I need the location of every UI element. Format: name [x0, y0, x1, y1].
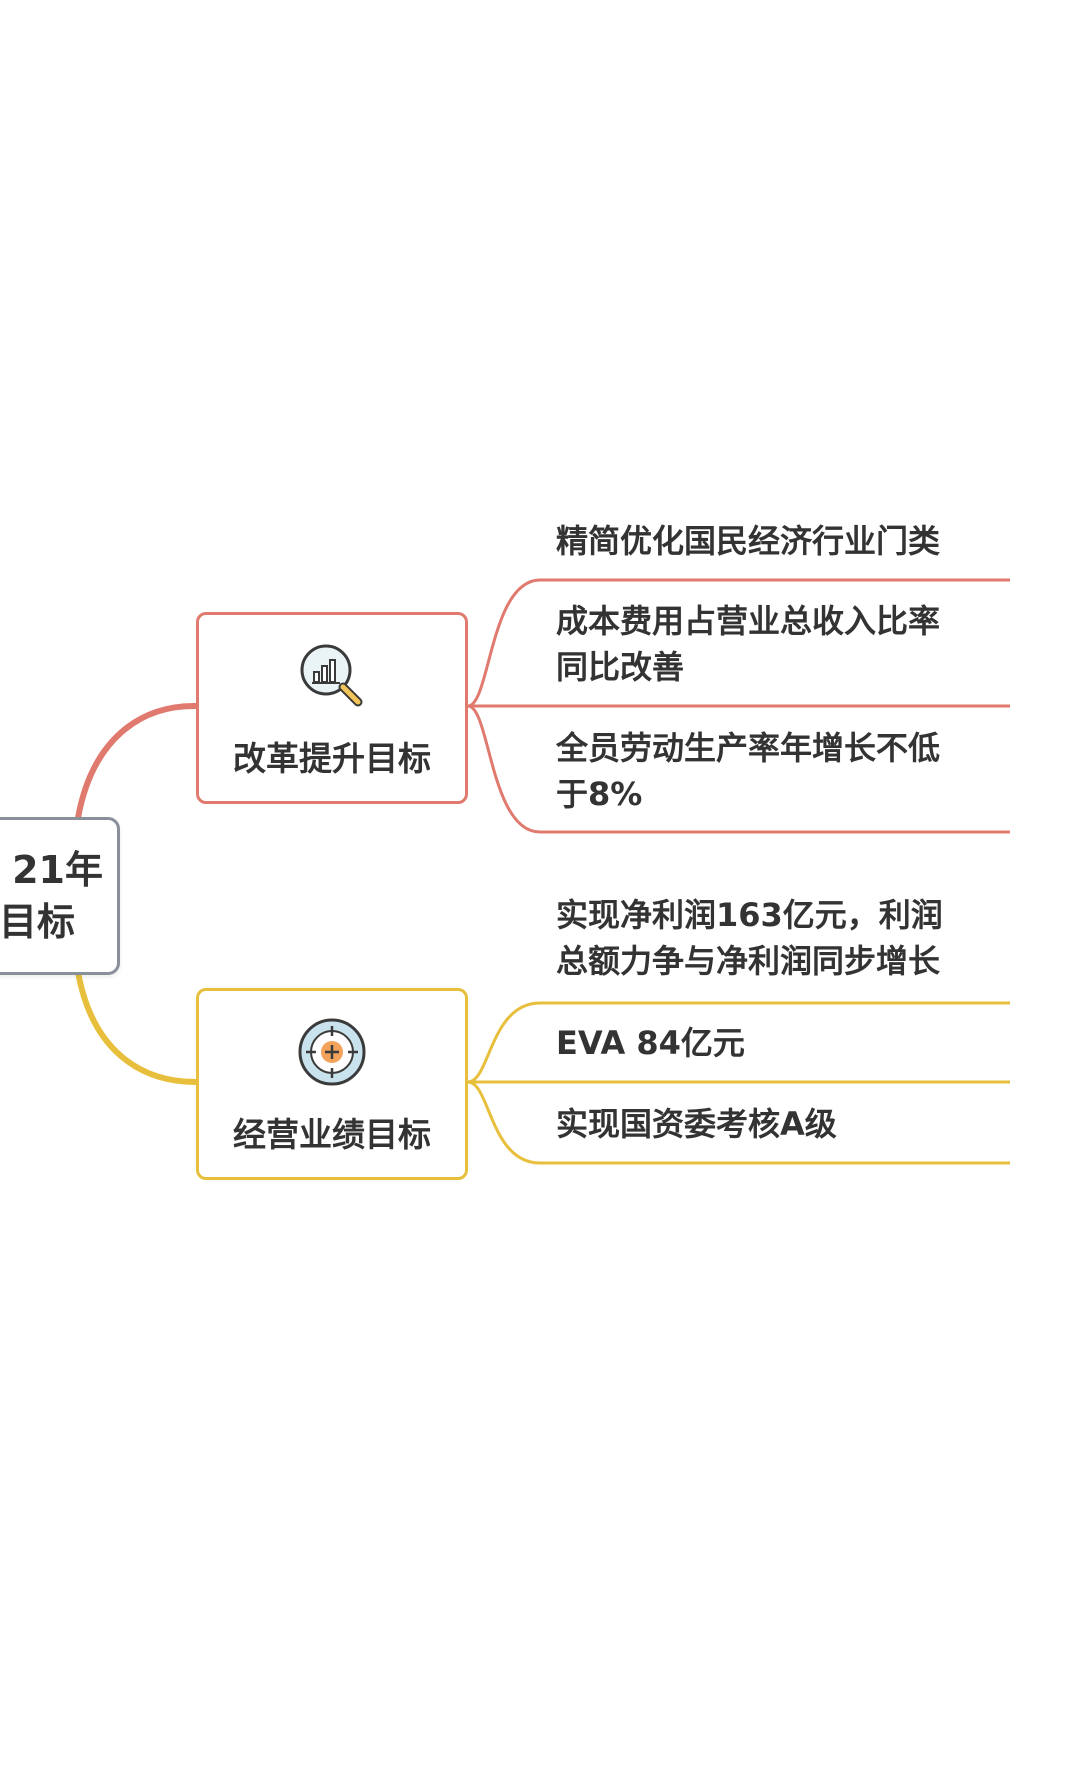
leaf-text-line-2: 同比改善 [556, 648, 685, 686]
chart-magnifier-icon [300, 644, 363, 707]
root-to-performance-connector [75, 971, 197, 1085]
leaf-text: EVA 84亿元 [556, 1024, 745, 1062]
leaf-reform-1[interactable]: 精简优化国民经济行业门类 [556, 518, 996, 564]
branch-node-reform[interactable]: 改革提升目标 [196, 612, 468, 804]
leaf-text-line-1: 成本费用占营业总收入比率 [556, 602, 941, 640]
branch-node-performance[interactable]: 经营业绩目标 [196, 988, 468, 1180]
branch-label-reform: 改革提升目标 [233, 739, 431, 778]
root-to-reform-connector [75, 702, 197, 819]
reform-to-leaf-3-connector [467, 704, 1010, 834]
root-title-line-2: 目标 [0, 900, 75, 944]
leaf-text-line-2: 于8% [556, 775, 643, 813]
performance-to-leaf-1-connector [467, 1001, 1010, 1084]
leaf-performance-1[interactable]: 实现净利润163亿元，利润 总额力争与净利润同步增长 [556, 892, 996, 984]
performance-to-leaf-3-connector [467, 1080, 1010, 1165]
leaf-performance-3[interactable]: 实现国资委考核A级 [556, 1101, 996, 1147]
leaf-performance-2[interactable]: EVA 84亿元 [556, 1020, 996, 1066]
leaf-text-line-1: 全员劳动生产率年增长不低 [556, 729, 941, 767]
leaf-reform-3[interactable]: 全员劳动生产率年增长不低 于8% [556, 725, 996, 817]
root-node[interactable]: 21年 目标 [0, 817, 120, 975]
leaf-reform-2[interactable]: 成本费用占营业总收入比率 同比改善 [556, 598, 996, 690]
leaf-text-line-2: 总额力争与净利润同步增长 [556, 942, 941, 980]
leaf-text-line-1: 实现净利润163亿元，利润 [556, 896, 943, 934]
leaf-text: 实现国资委考核A级 [556, 1105, 837, 1143]
reform-to-leaf-1-connector [467, 578, 1010, 708]
root-title-line-1: 21年 [12, 848, 103, 892]
target-crosshair-icon [298, 1018, 366, 1086]
branch-label-performance: 经营业绩目标 [233, 1115, 431, 1154]
leaf-text: 精简优化国民经济行业门类 [556, 522, 941, 560]
